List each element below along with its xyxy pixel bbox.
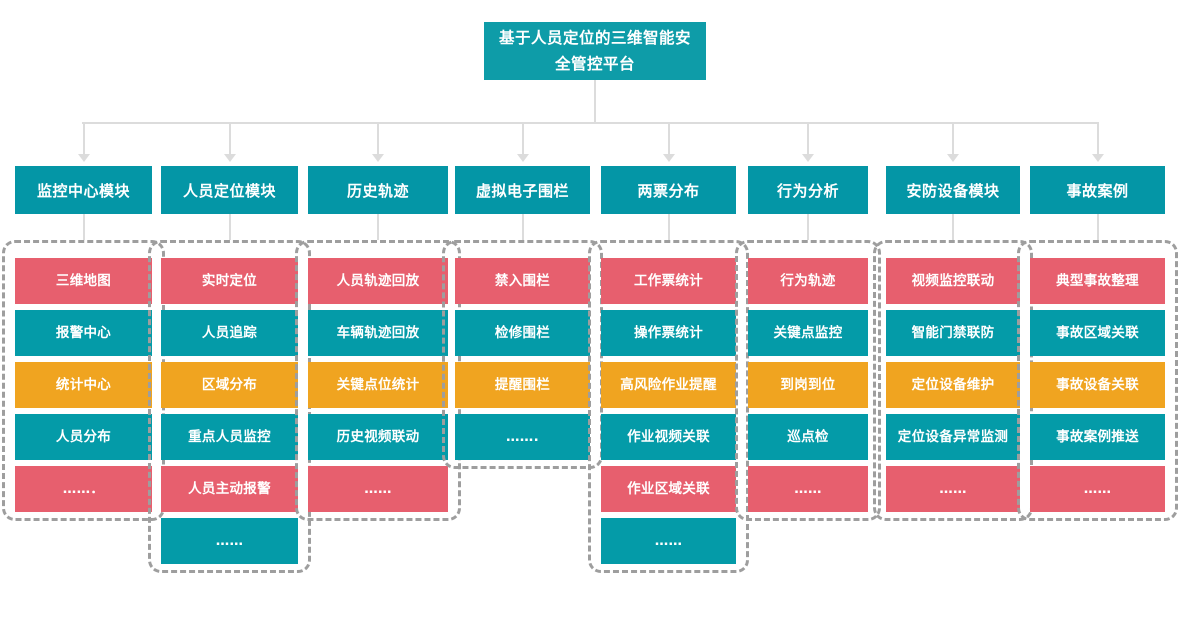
feature-item[interactable]: ……: [601, 518, 736, 564]
feature-item[interactable]: 禁入围栏: [455, 258, 590, 304]
module-header-2[interactable]: 人员定位模块: [161, 166, 298, 214]
feature-item[interactable]: ……: [1030, 466, 1165, 512]
root-title-box: 基于人员定位的三维智能安全管控平台: [484, 22, 706, 80]
feature-item[interactable]: …….: [455, 414, 590, 460]
arrow-down-icon: [372, 154, 384, 162]
feature-item[interactable]: 人员轨迹回放: [308, 258, 448, 304]
feature-item[interactable]: ……．: [15, 466, 152, 512]
connector-header-to-group-5: [667, 214, 670, 240]
feature-item[interactable]: ……: [886, 466, 1020, 512]
connector-horizontal-bus: [82, 122, 1098, 124]
feature-item[interactable]: 作业视频关联: [601, 414, 736, 460]
feature-item[interactable]: 关键点位统计: [308, 362, 448, 408]
feature-item[interactable]: 统计中心: [15, 362, 152, 408]
module-header-6[interactable]: 行为分析: [748, 166, 868, 214]
module-group-5: [588, 240, 749, 573]
arrow-down-icon: [223, 154, 236, 162]
arrow-down-icon: [1091, 154, 1104, 162]
feature-item[interactable]: 重点人员监控: [161, 414, 298, 460]
connector-root-stem: [594, 80, 596, 123]
module-header-8[interactable]: 事故案例: [1030, 166, 1165, 214]
feature-item[interactable]: 人员主动报警: [161, 466, 298, 512]
feature-item[interactable]: ……: [748, 466, 868, 512]
feature-item[interactable]: 事故案例推送: [1030, 414, 1165, 460]
module-group-8: [1017, 240, 1178, 521]
feature-item[interactable]: 车辆轨迹回放: [308, 310, 448, 356]
arrow-down-icon: [947, 154, 959, 162]
arrow-down-icon: [77, 154, 90, 162]
connector-header-to-group-2: [228, 214, 231, 240]
connector-header-to-group-6: [807, 214, 809, 240]
feature-item[interactable]: 历史视频联动: [308, 414, 448, 460]
feature-item[interactable]: 作业区域关联: [601, 466, 736, 512]
feature-item[interactable]: 工作票统计: [601, 258, 736, 304]
feature-item[interactable]: 提醒围栏: [455, 362, 590, 408]
feature-item[interactable]: 智能门禁联防: [886, 310, 1020, 356]
feature-item[interactable]: 三维地图: [15, 258, 152, 304]
module-header-4[interactable]: 虚拟电子围栏: [455, 166, 590, 214]
connector-header-to-group-8: [1096, 214, 1099, 240]
feature-item[interactable]: 实时定位: [161, 258, 298, 304]
feature-item[interactable]: 高风险作业提醒: [601, 362, 736, 408]
feature-item[interactable]: 操作票统计: [601, 310, 736, 356]
connector-header-to-group-4: [521, 214, 524, 240]
connector-drop-6: [807, 122, 809, 155]
module-header-1[interactable]: 监控中心模块: [15, 166, 152, 214]
feature-item[interactable]: 行为轨迹: [748, 258, 868, 304]
feature-item[interactable]: 巡点检: [748, 414, 868, 460]
feature-item[interactable]: 区域分布: [161, 362, 298, 408]
connector-drop-4: [521, 122, 524, 155]
feature-item[interactable]: 视频监控联动: [886, 258, 1020, 304]
connector-header-to-group-3: [377, 214, 379, 240]
connector-drop-5: [667, 122, 670, 155]
connector-drop-8: [1096, 122, 1099, 155]
feature-item[interactable]: 报警中心: [15, 310, 152, 356]
feature-item[interactable]: 关键点监控: [748, 310, 868, 356]
feature-item[interactable]: 定位设备维护: [886, 362, 1020, 408]
module-header-3[interactable]: 历史轨迹: [308, 166, 448, 214]
arrow-down-icon: [662, 154, 675, 162]
feature-item[interactable]: 人员追踪: [161, 310, 298, 356]
feature-item[interactable]: 典型事故整理: [1030, 258, 1165, 304]
feature-item[interactable]: 事故设备关联: [1030, 362, 1165, 408]
connector-drop-3: [377, 122, 379, 155]
feature-item[interactable]: 到岗到位: [748, 362, 868, 408]
feature-item[interactable]: ……: [308, 466, 448, 512]
feature-item[interactable]: 定位设备异常监测: [886, 414, 1020, 460]
connector-drop-1: [82, 122, 85, 155]
feature-item[interactable]: 事故区域关联: [1030, 310, 1165, 356]
connector-header-to-group-7: [952, 214, 954, 240]
module-group-6: [735, 240, 881, 521]
module-header-5[interactable]: 两票分布: [601, 166, 736, 214]
arrow-down-icon: [516, 154, 529, 162]
connector-drop-7: [952, 122, 954, 155]
module-header-7[interactable]: 安防设备模块: [886, 166, 1020, 214]
connector-header-to-group-1: [82, 214, 85, 240]
feature-item[interactable]: ……: [161, 518, 298, 564]
arrow-down-icon: [802, 154, 814, 162]
feature-item[interactable]: 人员分布: [15, 414, 152, 460]
connector-drop-2: [228, 122, 231, 155]
feature-item[interactable]: 检修围栏: [455, 310, 590, 356]
